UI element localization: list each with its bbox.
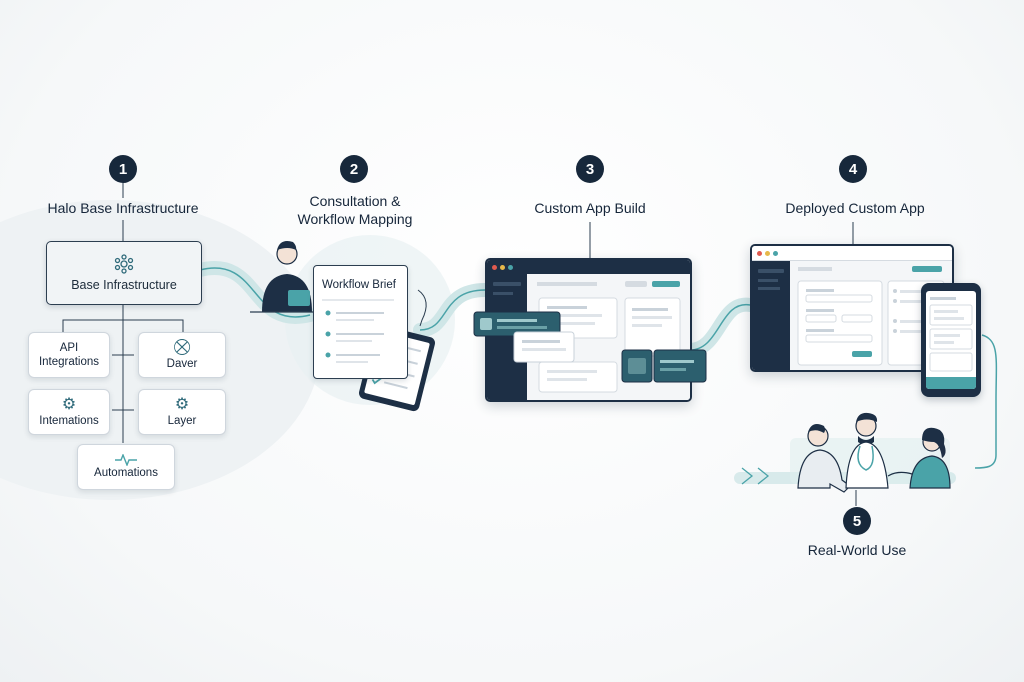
module-label: Layer bbox=[167, 415, 197, 427]
step-4-title: Deployed Custom App bbox=[785, 200, 925, 216]
flow-line bbox=[689, 304, 751, 351]
window-titlebar bbox=[752, 246, 952, 261]
module-label-line2: Integrations bbox=[38, 356, 100, 368]
workflow-brief-title: Workflow Brief bbox=[322, 279, 396, 291]
document-lines bbox=[322, 299, 394, 363]
module-api-integrations: API Integrations bbox=[28, 332, 110, 378]
network-icon bbox=[114, 254, 134, 274]
module-layer: ⚙ Layer bbox=[138, 389, 226, 435]
database-icon: ⛒ bbox=[173, 339, 191, 356]
window-dot-yellow bbox=[500, 264, 505, 270]
window-dot-green bbox=[508, 264, 513, 270]
module-label: Intemations bbox=[39, 415, 99, 427]
gear-icon: ⚙ bbox=[61, 396, 77, 413]
step-4-badge: 4 bbox=[839, 155, 867, 183]
module-label-line1: API bbox=[59, 342, 79, 354]
window-dot-green bbox=[773, 250, 778, 256]
step-5-badge: 5 bbox=[843, 507, 871, 535]
step-2-badge: 2 bbox=[340, 155, 368, 183]
step-5-title: Real-World Use bbox=[807, 542, 907, 558]
infrastructure-tree bbox=[62, 303, 184, 443]
chevron-arrows-icon bbox=[741, 467, 770, 485]
base-infrastructure-card: Base Infrastructure bbox=[46, 241, 202, 305]
window-dot-red bbox=[492, 264, 497, 270]
step-1-title: Halo Base Infrastructure bbox=[47, 200, 199, 216]
step-1-badge: 1 bbox=[109, 155, 137, 183]
pulse-icon bbox=[115, 454, 137, 466]
flow-line bbox=[974, 334, 998, 469]
healthcare-team-illustration bbox=[790, 412, 951, 493]
window-dot-red bbox=[757, 250, 762, 256]
step-2-title-line1: Consultation & bbox=[309, 193, 401, 209]
flow-line bbox=[199, 267, 311, 318]
step-2-title: Consultation & Workflow Mapping bbox=[265, 192, 445, 228]
workflow-brief-document: Workflow Brief bbox=[313, 265, 408, 379]
consultant-illustration bbox=[250, 241, 320, 313]
module-label: Daver bbox=[166, 358, 198, 370]
mobile-app-phone bbox=[921, 283, 981, 397]
module-automations: Automations bbox=[77, 444, 175, 490]
window-titlebar bbox=[487, 260, 690, 274]
base-infrastructure-label: Base Infrastructure bbox=[71, 278, 177, 292]
step-3-badge: 3 bbox=[576, 155, 604, 183]
step-3-title: Custom App Build bbox=[534, 200, 646, 216]
window-dot-yellow bbox=[765, 250, 770, 256]
module-label: Automations bbox=[94, 467, 158, 479]
flow-line bbox=[419, 289, 486, 331]
step-2-title-line2: Workflow Mapping bbox=[297, 211, 413, 227]
module-daver: ⛒ Daver bbox=[138, 332, 226, 378]
phone-screen-content bbox=[926, 297, 976, 389]
floating-components bbox=[473, 311, 707, 383]
gear-icon: ⚙ bbox=[174, 396, 190, 413]
module-intemations: ⚙ Intemations bbox=[28, 389, 110, 435]
curved-arrow-icon bbox=[417, 289, 427, 327]
phone-screen bbox=[926, 291, 976, 389]
